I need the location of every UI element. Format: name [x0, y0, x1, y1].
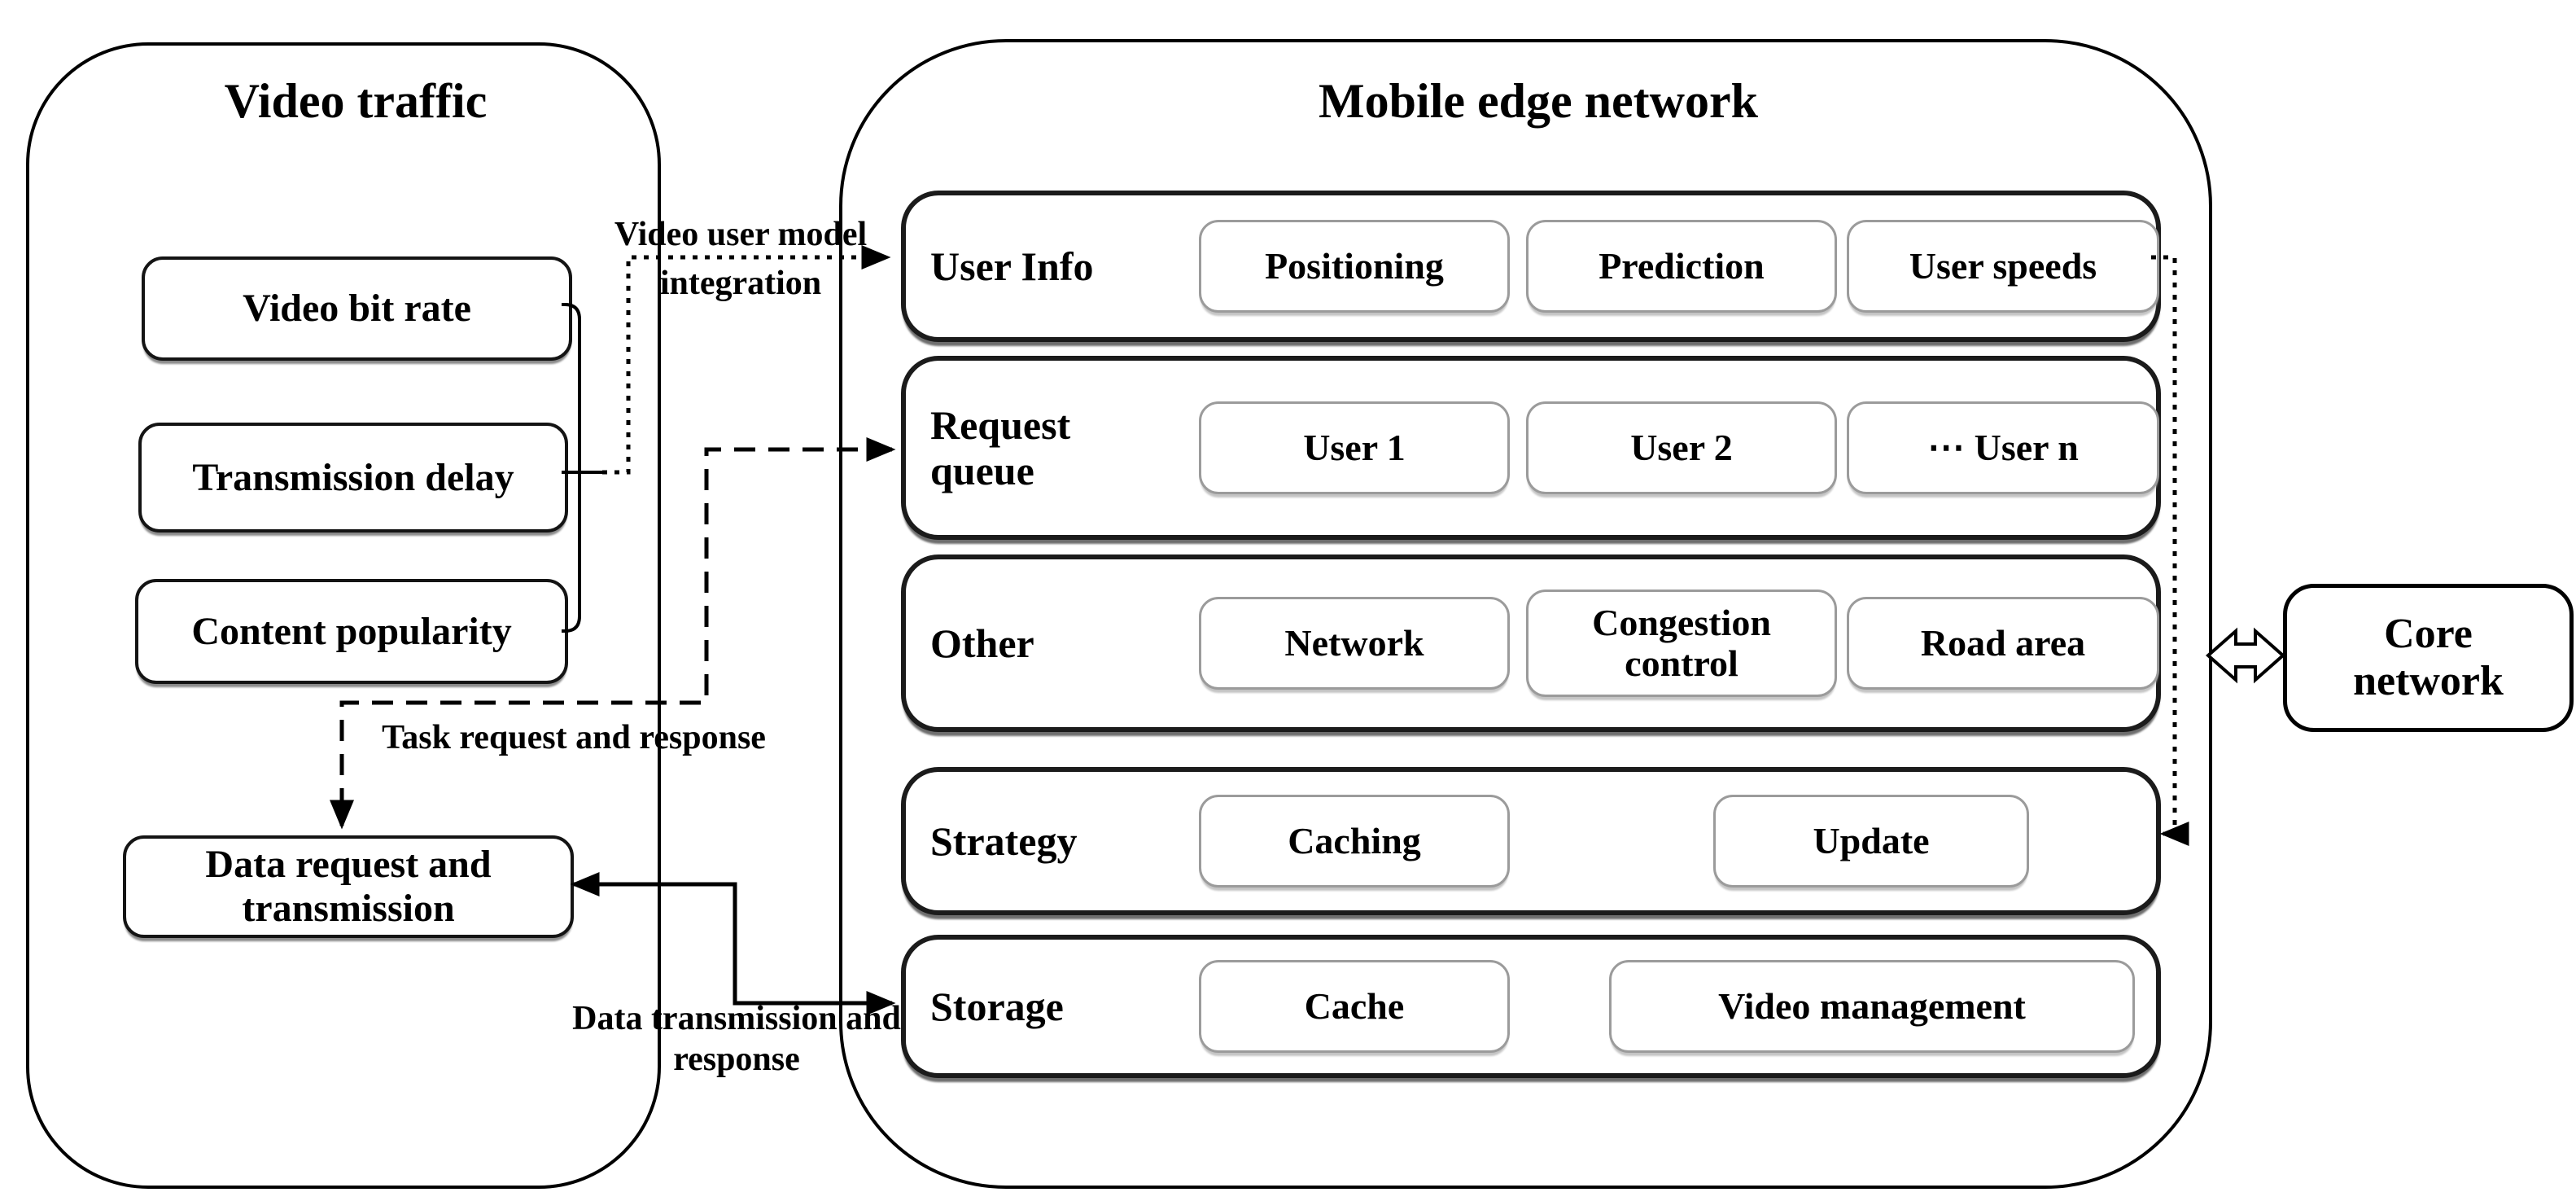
content-popularity-box: Content popularity	[135, 579, 568, 684]
item-congestion-control-label: Congestion control	[1592, 602, 1771, 684]
mobile-edge-network-title: Mobile edge network	[1319, 74, 1758, 128]
content-popularity-label: Content popularity	[191, 609, 512, 653]
item-cache: Cache	[1199, 960, 1510, 1053]
item-video-management: Video management	[1609, 960, 2135, 1053]
item-network: Network	[1199, 597, 1510, 690]
item-congestion-control: Congestion control	[1526, 590, 1837, 697]
item-update: Update	[1713, 795, 2029, 888]
video-bit-rate-label: Video bit rate	[243, 287, 471, 330]
item-user-speeds: User speeds	[1847, 220, 2159, 313]
row-strategy: Strategy Caching Update	[901, 767, 2161, 915]
video-traffic-title: Video traffic	[224, 74, 488, 128]
video-bit-rate-box: Video bit rate	[142, 256, 572, 361]
transmission-delay-label: Transmission delay	[192, 455, 514, 499]
core-network-label: Core network	[2353, 611, 2504, 704]
data-request-transmission-label: Data request and transmission	[205, 843, 492, 930]
row-user-info-label: User Info	[930, 243, 1094, 289]
data-transmission-response-label: Data transmission and response	[572, 1000, 901, 1078]
core-network-double-arrow-icon	[2205, 627, 2286, 684]
video-user-model-integration-label: Video user model integration	[614, 216, 868, 302]
item-user-1: User 1	[1199, 401, 1510, 494]
item-user-2: User 2	[1526, 401, 1837, 494]
item-caching: Caching	[1199, 795, 1510, 888]
row-other-label: Other	[930, 620, 1034, 666]
item-prediction: Prediction	[1526, 220, 1837, 313]
row-other: Other Network Congestion control Road ar…	[901, 554, 2161, 732]
row-user-info: User Info Positioning Prediction User sp…	[901, 191, 2161, 342]
transmission-delay-box: Transmission delay	[138, 423, 568, 533]
row-storage: Storage Cache Video management	[901, 935, 2161, 1078]
task-request-response-label: Task request and response	[382, 719, 766, 756]
row-storage-label: Storage	[930, 984, 1064, 1029]
item-positioning: Positioning	[1199, 220, 1510, 313]
row-request-queue: Request queue User 1 User 2 ⋯ User n	[901, 356, 2161, 540]
row-strategy-label: Strategy	[930, 818, 1078, 864]
item-user-n: ⋯ User n	[1847, 401, 2159, 494]
data-request-transmission-box: Data request and transmission	[123, 835, 574, 938]
row-request-queue-label: Request queue	[930, 402, 1071, 493]
core-network-box: Core network	[2283, 584, 2574, 732]
item-road-area: Road area	[1847, 597, 2159, 690]
